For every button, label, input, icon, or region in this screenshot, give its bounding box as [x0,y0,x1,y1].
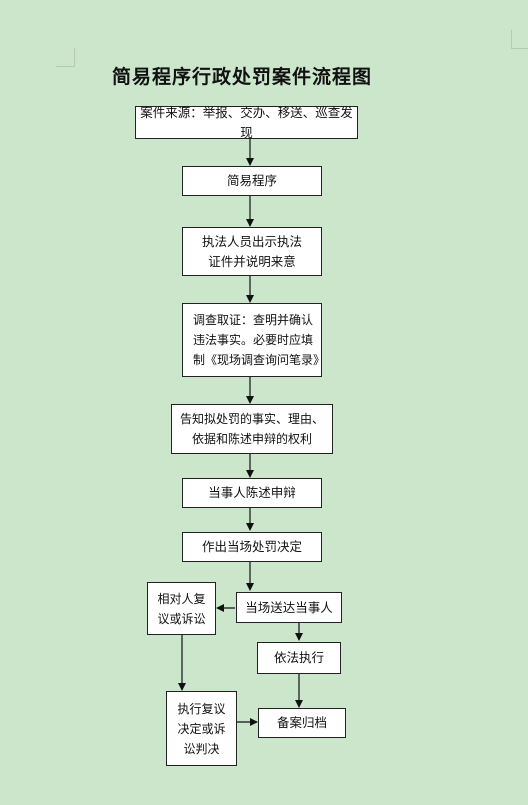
node-review-execute-line-3: 讼判决 [183,741,220,756]
node-archive-text: 备案归档 [276,715,327,730]
node-simple-procedure: 简易程序 [182,166,322,196]
node-simple-procedure-text: 简易程序 [226,173,277,188]
node-review-execute-line-1: 执行复议 [177,701,226,716]
node-decision-text: 作出当场处罚决定 [201,539,302,554]
node-appeal-line-1: 相对人复 [157,591,206,606]
node-review-execute: 执行复议 决定或诉 讼判决 [166,691,237,766]
node-party-defense: 当事人陈述申辩 [182,478,322,508]
node-review-execute-line-2: 决定或诉 [177,721,226,736]
node-case-source: 案件来源：举报、交办、移送、巡查发现 [135,105,358,140]
node-deliver-text: 当场送达当事人 [245,599,333,615]
node-execute-text: 依法执行 [273,650,324,665]
node-investigate-line-3: 制《现场调查询问笔录》 [193,353,326,367]
node-party-defense-text: 当事人陈述申辩 [208,485,296,500]
node-appeal: 相对人复 议或诉讼 [147,582,216,635]
page-corner-mark-left [56,48,75,67]
node-execute: 依法执行 [257,642,341,674]
node-case-source-text: 案件来源：举报、交办、移送、巡查发现 [140,104,353,140]
node-inform-rights-line-1: 告知拟处罚的事实、理由、 [179,412,324,426]
page-corner-mark-right [511,30,528,49]
node-investigate: 调查取证：查明并确认 违法事实。必要时应填 制《现场调查询问笔录》 [182,303,326,377]
node-inform-rights: 告知拟处罚的事实、理由、 依据和陈述申辩的权利 [171,404,333,454]
node-inform-rights-line-2: 依据和陈述申辩的权利 [191,432,312,446]
node-show-id-line-2: 证件并说明来意 [208,253,296,269]
node-decision: 作出当场处罚决定 [182,532,322,562]
node-investigate-line-2: 违法事实。必要时应填 [193,333,314,347]
node-appeal-line-2: 议或诉讼 [157,611,206,626]
node-show-id: 执法人员出示执法 证件并说明来意 [182,227,322,276]
node-show-id-line-1: 执法人员出示执法 [201,233,302,249]
node-investigate-line-1: 调查取证：查明并确认 [193,313,314,327]
diagram-title: 简易程序行政处罚案件流程图 [111,66,372,88]
node-archive: 备案归档 [258,708,346,738]
node-deliver: 当场送达当事人 [236,592,342,623]
